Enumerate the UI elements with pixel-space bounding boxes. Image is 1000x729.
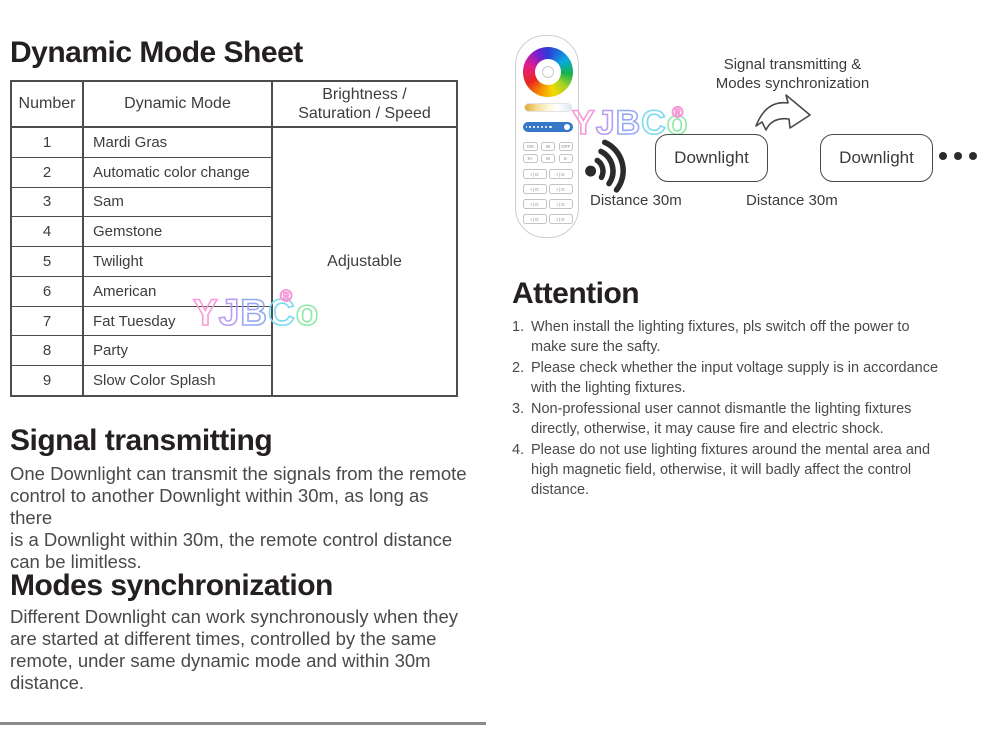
attention-item-text: Non-professional user cannot dismantle t… [531,401,912,437]
table-row: 8 Party [12,336,271,367]
remote-button: S- [558,154,573,163]
attention-item-text: Please check whether the input voltage s… [531,360,939,396]
table-cell-number: 1 [12,128,84,157]
attention-item-text: Please do not use lighting fixtures arou… [531,442,931,498]
signal-transmitting-title: Signal transmitting [10,424,273,457]
table-cell-mode: Mardi Gras [93,133,168,151]
table-cell-mode: Sam [93,193,124,211]
attention-item-text: When install the lighting fixtures, pls … [531,319,910,355]
curved-arrow-icon [755,94,811,131]
table-cell-adjustable: Adjustable [327,252,402,270]
table-header-number: Number [12,82,84,126]
attention-item: 3. Non-professional user cannot dismantl… [512,399,990,439]
signal-waves-icon [585,139,626,193]
table-row: 3 Sam [12,187,271,218]
attention-item-number: 2. [512,360,525,376]
table-row: 2 Automatic color change [12,157,271,188]
zone-button: I|O [523,184,547,194]
attention-list: 1. When install the lighting fixtures, p… [512,317,990,501]
attention-item-number: 1. [512,319,525,335]
table-row: 7 Fat Tuesday [12,306,271,337]
zone-button: I|O [523,214,547,224]
color-temperature-bar-icon [524,103,572,112]
zone-button: I|O [549,199,573,209]
dynamic-mode-table: Number Dynamic Mode 1 Mardi Gras 2 Autom… [10,80,458,397]
table-cell-mode: Gemstone [93,223,163,241]
table-cell-mode: Automatic color change [93,163,250,181]
table-cell-number: 8 [12,336,84,366]
table-row: 6 American [12,276,271,307]
remote-button: M [540,154,556,163]
attention-item: 1. When install the lighting fixtures, p… [512,317,990,357]
zone-button: I|O [549,214,573,224]
modes-synchronization-title: Modes synchronization [10,569,333,602]
diagram-caption: Signal transmitting & Modes synchronizat… [715,56,870,92]
table-cell-mode: Fat Tuesday [93,312,176,330]
page-footer-divider [0,722,486,725]
table-cell-mode: Party [93,342,129,360]
table-header-dynamic-mode: Dynamic Mode [124,95,231,112]
page-title: Dynamic Mode Sheet [10,36,303,69]
table-cell-number: 2 [12,157,84,187]
distance-label-left: Distance 30m [590,192,682,209]
zone-button: I|O [549,184,573,194]
zone-button: I|O [523,199,547,209]
remote-button: S+ [523,154,538,163]
table-cell-number: 4 [12,217,84,247]
remote-button: ON [523,142,538,151]
distance-label-right: Distance 30m [746,192,838,209]
attention-item-number: 4. [512,442,525,458]
attention-item: 2. Please check whether the input voltag… [512,358,990,398]
table-body: 1 Mardi Gras 2 Automatic color change 3 … [12,128,271,396]
table-row: 4 Gemstone [12,217,271,248]
attention-item: 4. Please do not use lighting fixtures a… [512,440,990,500]
table-cell-number: 6 [12,276,84,306]
table-row: 9 Slow Color Splash [12,366,271,396]
downlight-box-right: Downlight [820,134,933,182]
table-cell-number: 5 [12,247,84,276]
table-header-brightness: Brightness / Saturation / Speed [273,82,456,128]
table-cell-number: 3 [12,187,84,217]
brightness-slider-icon [523,122,573,132]
zone-button: I|O [549,169,573,179]
table-cell-mode: Slow Color Splash [93,372,216,390]
color-wheel-icon [523,47,573,97]
modes-synchronization-body: Different Downlight can work synchronous… [10,606,458,693]
remote-button: OFF [558,142,573,151]
table-cell-number: 7 [12,306,84,336]
table-cell-mode: Twilight [93,253,144,271]
remote-button: W [540,142,556,151]
signal-transmitting-body: One Downlight can transmit the signals f… [10,463,467,572]
attention-item-number: 3. [512,401,525,417]
downlight-box-left: Downlight [655,134,768,182]
ellipsis-icon [939,152,977,160]
table-row: 1 Mardi Gras [12,128,271,158]
table-row: 5 Twilight [12,247,271,277]
table-cell-number: 9 [12,366,84,396]
table-cell-mode: American [93,282,157,300]
zone-button: I|O [523,169,547,179]
attention-title: Attention [512,277,640,310]
